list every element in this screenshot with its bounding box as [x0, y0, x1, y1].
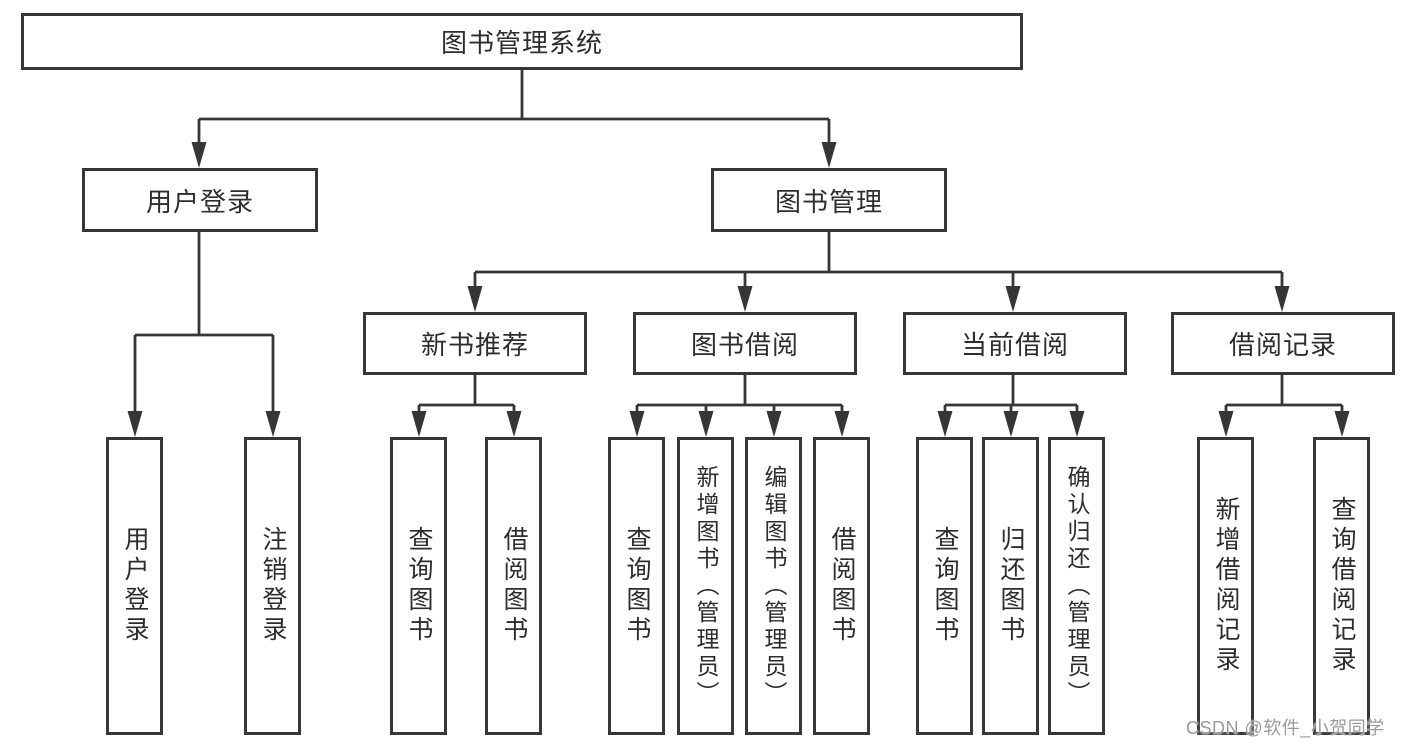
node-label: 新增借阅记录 — [1212, 496, 1240, 676]
arrowhead-icon — [1003, 411, 1019, 437]
leaf-add-borrow-record: 新增借阅记录 — [1197, 437, 1254, 735]
arrowhead-icon — [191, 142, 207, 168]
leaf-return-book: 归还图书 — [982, 437, 1039, 735]
connector-new-book-split — [417, 375, 516, 414]
node-label: 用户登录 — [121, 526, 149, 646]
node-new-book-recommendation: 新书推荐 — [363, 312, 587, 375]
leaf-query-books-borrow: 查询图书 — [608, 437, 665, 735]
connector-user-login-split — [133, 232, 275, 414]
node-current-borrowing: 当前借阅 — [903, 312, 1127, 375]
node-label: 借阅图书 — [500, 526, 528, 646]
arrowhead-icon — [737, 286, 753, 312]
leaf-query-books-current: 查询图书 — [916, 437, 973, 735]
node-borrowing-records: 借阅记录 — [1171, 312, 1395, 375]
node-label: 归还图书 — [997, 526, 1025, 646]
node-label: 注销登录 — [259, 526, 287, 646]
arrowhead-icon — [127, 411, 143, 437]
connector-book-management-split — [473, 232, 1284, 289]
leaf-edit-book-admin: 编辑图书（管理员） — [745, 437, 802, 735]
node-label: 查询图书 — [931, 526, 959, 646]
leaf-borrow-books-recommend: 借阅图书 — [485, 437, 542, 735]
node-label: 图书借阅 — [690, 330, 799, 360]
watermark: CSDN @软件_小贺同学 — [1186, 718, 1385, 738]
connector-root-split — [197, 70, 831, 144]
arrowhead-icon — [506, 411, 522, 437]
node-book-borrowing: 图书借阅 — [633, 312, 857, 375]
leaf-user-login: 用户登录 — [106, 437, 163, 735]
node-label: 查询图书 — [623, 526, 651, 646]
node-label: 图书管理系统 — [440, 28, 603, 58]
node-user-login: 用户登录 — [82, 168, 318, 232]
node-label: 借阅记录 — [1228, 330, 1337, 360]
arrowhead-icon — [937, 411, 953, 437]
connector-book-borrow-split — [635, 375, 844, 414]
node-label: 新书推荐 — [420, 330, 529, 360]
leaf-confirm-return-admin: 确认归还（管理员） — [1048, 437, 1105, 735]
leaf-query-borrow-record: 查询借阅记录 — [1313, 437, 1370, 735]
node-label: 编辑图书（管理员） — [761, 464, 787, 708]
leaf-logout: 注销登录 — [244, 437, 301, 735]
arrowhead-icon — [698, 411, 714, 437]
node-label: 新增图书（管理员） — [693, 464, 719, 708]
node-label: 查询图书 — [405, 526, 433, 646]
node-library-management-system: 图书管理系统 — [21, 13, 1023, 70]
node-label: 查询借阅记录 — [1328, 496, 1356, 676]
arrowhead-icon — [1069, 411, 1085, 437]
arrowhead-icon — [1274, 286, 1290, 312]
arrowhead-icon — [821, 142, 837, 168]
arrowhead-icon — [1334, 411, 1350, 437]
node-label: 用户登录 — [145, 186, 254, 217]
connector-borrow-records-split — [1224, 375, 1344, 414]
arrowhead-icon — [834, 411, 850, 437]
node-label: 确认归还（管理员） — [1064, 464, 1090, 708]
leaf-query-books-recommend: 查询图书 — [390, 437, 447, 735]
arrowhead-icon — [1005, 286, 1021, 312]
node-label: 当前借阅 — [960, 330, 1069, 360]
node-book-management: 图书管理 — [711, 168, 947, 232]
node-label: 借阅图书 — [828, 526, 856, 646]
arrowhead-icon — [411, 411, 427, 437]
node-label: 图书管理 — [774, 186, 883, 217]
arrowhead-icon — [265, 411, 281, 437]
arrowhead-icon — [766, 411, 782, 437]
connector-current-borrow-split — [943, 375, 1079, 414]
leaf-borrow-books: 借阅图书 — [813, 437, 870, 735]
arrowhead-icon — [629, 411, 645, 437]
arrowhead-icon — [1218, 411, 1234, 437]
arrowhead-icon — [467, 286, 483, 312]
leaf-add-book-admin: 新增图书（管理员） — [677, 437, 734, 735]
